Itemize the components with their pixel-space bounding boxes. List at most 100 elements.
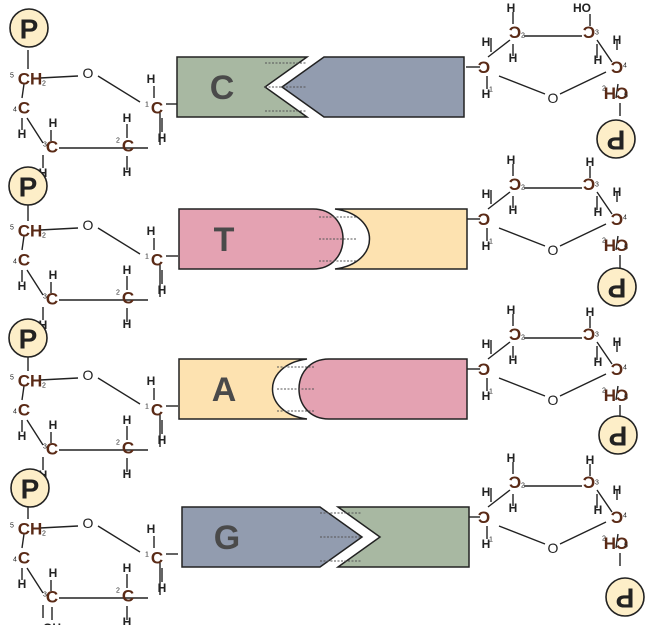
carbon-3-atom: C (46, 440, 58, 459)
ch2-group: CH (18, 372, 43, 391)
carbon-4-atom: C (611, 360, 623, 379)
position-number: 1 (145, 254, 149, 261)
position-number: 2 (521, 185, 525, 192)
carbon-4-atom: C (611, 508, 623, 527)
hydrogen-atom: H (39, 318, 48, 332)
carbon-2-atom: C (122, 439, 134, 458)
hydrogen-atom: H (613, 483, 622, 497)
phosphate-group: P (598, 415, 638, 455)
hydrogen-atom: H (18, 429, 27, 443)
subscript-2: 2 (602, 238, 606, 245)
position-number: 1 (145, 404, 149, 411)
hydrogen-atom: H (594, 355, 603, 369)
hydrogen-atom: H (482, 87, 491, 101)
hydrogen-atom: H (18, 127, 27, 141)
hydrogen-atom: H (158, 433, 167, 447)
carbon-2-atom: C (122, 587, 134, 606)
phosphate-label: P (19, 172, 38, 203)
hydrogen-atom: H (49, 566, 58, 580)
hydrogen-atom: H (613, 185, 622, 199)
base-pair-1: C (176, 56, 465, 118)
hydrogen-atom: H (509, 501, 518, 515)
base-a-label: A (212, 371, 237, 409)
hydrogen-atom: H (123, 561, 132, 575)
hydrogen-atom: H (123, 317, 132, 331)
carbon-4-atom: C (611, 58, 623, 77)
hydrogen-atom: H (18, 279, 27, 293)
phosphate-label: P (616, 583, 635, 614)
hydrogen-atom: H (49, 268, 58, 282)
position-number: 3 (595, 332, 599, 339)
hydrogen-atom: H (482, 389, 491, 403)
hydrogen-atom: H (613, 33, 622, 47)
position-number: 4 (623, 513, 627, 520)
position-number: 2 (521, 33, 525, 40)
position-number: 3 (43, 592, 47, 599)
position-number: 4 (623, 365, 627, 372)
subscript-2: 2 (602, 536, 606, 543)
position-number: 5 (624, 245, 628, 252)
carbon-3-atom: C (46, 290, 58, 309)
base-g-label: G (214, 519, 240, 557)
position-number: 3 (43, 294, 47, 301)
bond-line (487, 485, 619, 549)
base-t-shape (178, 208, 344, 270)
hydrogen-atom: H (482, 537, 491, 551)
base-a-shape (334, 208, 468, 270)
phosphate-label: P (609, 421, 628, 452)
position-number: 5 (624, 395, 628, 402)
bond-line (21, 525, 161, 599)
subscript-2: 2 (602, 388, 606, 395)
oxygen-atom: O (548, 540, 559, 556)
carbon-1-atom: C (478, 58, 490, 77)
carbon-1-atom: C (478, 508, 490, 527)
base-t-label: T (214, 221, 235, 259)
hydrogen-atom: H (482, 239, 491, 253)
bond-line (21, 227, 161, 301)
hydrogen-atom: H (39, 166, 48, 180)
hydrogen-atom: H (586, 453, 595, 467)
position-number: 1 (145, 102, 149, 109)
carbon-2-atom: C (509, 473, 521, 492)
carbon-1-atom: C (478, 210, 490, 229)
hydrogen-atom: H (158, 131, 167, 145)
position-number: 5 (10, 375, 14, 382)
bond-line (487, 337, 619, 401)
hydrogen-atom: H (147, 522, 156, 536)
phosphate-circle (597, 267, 637, 307)
oxygen-atom: O (548, 242, 559, 258)
carbon-2-atom: C (509, 23, 521, 42)
carbon-4-atom: C (18, 401, 30, 420)
phosphate-group: P (596, 119, 636, 159)
position-number: 4 (13, 259, 17, 266)
position-number: 4 (13, 107, 17, 114)
hydrogen-atom: H (507, 303, 516, 317)
carbon-3-atom: C (583, 23, 595, 42)
position-number: 5 (624, 93, 628, 100)
carbon-4-atom: C (18, 251, 30, 270)
hydrogen-atom: H (123, 165, 132, 179)
hydrogen-atom: H (507, 451, 516, 465)
phosphate-group: P (8, 166, 48, 206)
subscript-2: 2 (602, 86, 606, 93)
carbon-1-atom: C (151, 401, 163, 420)
hydrogen-atom: H (509, 51, 518, 65)
hydrogen-atom: H (147, 374, 156, 388)
hydrogen-atom: H (509, 203, 518, 217)
hydroxyl-group: OH (43, 621, 61, 625)
position-number: 5 (10, 523, 14, 530)
position-number: 3 (595, 182, 599, 189)
base-pair-3: A (178, 358, 468, 420)
carbon-2-atom: C (509, 325, 521, 344)
carbon-3-atom: C (46, 138, 58, 157)
phosphate-circle (8, 318, 48, 358)
carbon-3-atom: C (583, 325, 595, 344)
oxygen-atom: O (548, 90, 559, 106)
position-number: 1 (489, 537, 493, 544)
phosphate-label: P (20, 14, 39, 45)
hydrogen-atom: H (482, 35, 491, 49)
hydrogen-atom: H (123, 263, 132, 277)
